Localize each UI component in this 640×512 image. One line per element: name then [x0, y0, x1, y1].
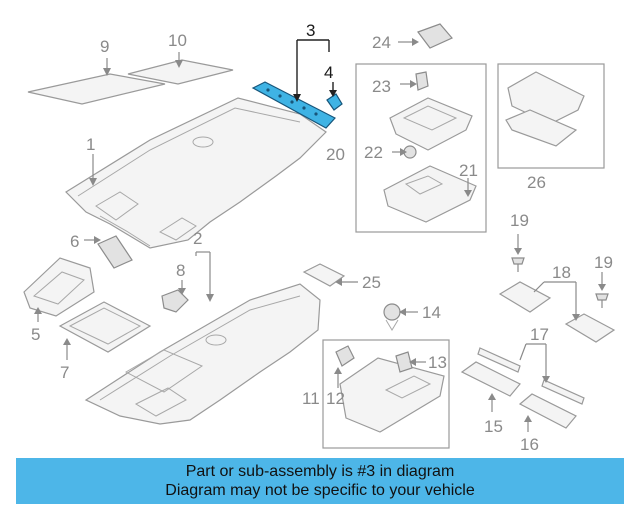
banner-line-1: Part or sub-assembly is #3 in diagram	[185, 463, 455, 480]
sun-visor-group: 13 11 12	[302, 339, 450, 449]
callout-19-right: 19	[594, 253, 613, 272]
callout-10: 10	[168, 31, 187, 50]
callout-20: 20	[326, 145, 345, 164]
banner-line-2: Diagram may not be specific to your vehi…	[165, 482, 475, 499]
callout-14: 14	[422, 303, 441, 322]
callout-3: 3	[306, 21, 315, 40]
callout-19-left: 19	[510, 211, 529, 230]
callout-23: 23	[372, 77, 391, 96]
part-1-headliner: 1	[65, 97, 327, 249]
callout-11: 11	[302, 389, 320, 408]
callout-4: 4	[324, 63, 333, 82]
part-9-panel: 9	[27, 37, 166, 105]
callout-22: 22	[364, 143, 383, 162]
callout-6: 6	[70, 232, 79, 251]
part-17-handle: 17	[477, 325, 585, 405]
part-3-trim-strip: 3	[251, 21, 336, 129]
callout-13: 13	[428, 353, 447, 372]
part-14-clip: 14	[383, 303, 441, 331]
callout-25: 25	[362, 273, 381, 292]
part-18-19-group: 19 19 18	[498, 211, 616, 343]
part-8-hook: 8	[161, 261, 189, 313]
part-4-clip: 4	[324, 63, 343, 111]
part-16-handle: 16	[518, 393, 577, 454]
part-26-group: 26	[497, 63, 605, 192]
callout-12: 12	[326, 389, 345, 408]
callout-24: 24	[372, 33, 391, 52]
callout-16: 16	[520, 435, 539, 454]
part-5-console: 5	[23, 257, 95, 344]
callout-2: 2	[193, 229, 202, 248]
part-24-lamp: 24	[372, 23, 453, 52]
part-25-lamp: 25	[302, 263, 381, 292]
callout-5: 5	[31, 325, 40, 344]
callout-9: 9	[100, 37, 109, 56]
part-10-panel: 10	[127, 31, 234, 85]
part-3-highlight	[251, 81, 336, 129]
callout-26: 26	[527, 173, 546, 192]
callout-17: 17	[530, 325, 549, 344]
part-6-lamp: 6	[70, 232, 133, 269]
callout-21: 21	[459, 161, 478, 180]
overhead-console-group: 23 22 20 21	[326, 63, 487, 233]
callout-18: 18	[552, 263, 571, 282]
part-2-headliner: 2	[84, 229, 321, 425]
callout-8: 8	[176, 261, 185, 280]
part-15-handle: 15	[460, 361, 521, 436]
callout-15: 15	[484, 417, 503, 436]
part-7-frame: 7	[58, 301, 152, 382]
info-banner: Part or sub-assembly is #3 in diagram Di…	[16, 458, 624, 504]
callout-7: 7	[60, 363, 69, 382]
callout-1: 1	[86, 135, 95, 154]
